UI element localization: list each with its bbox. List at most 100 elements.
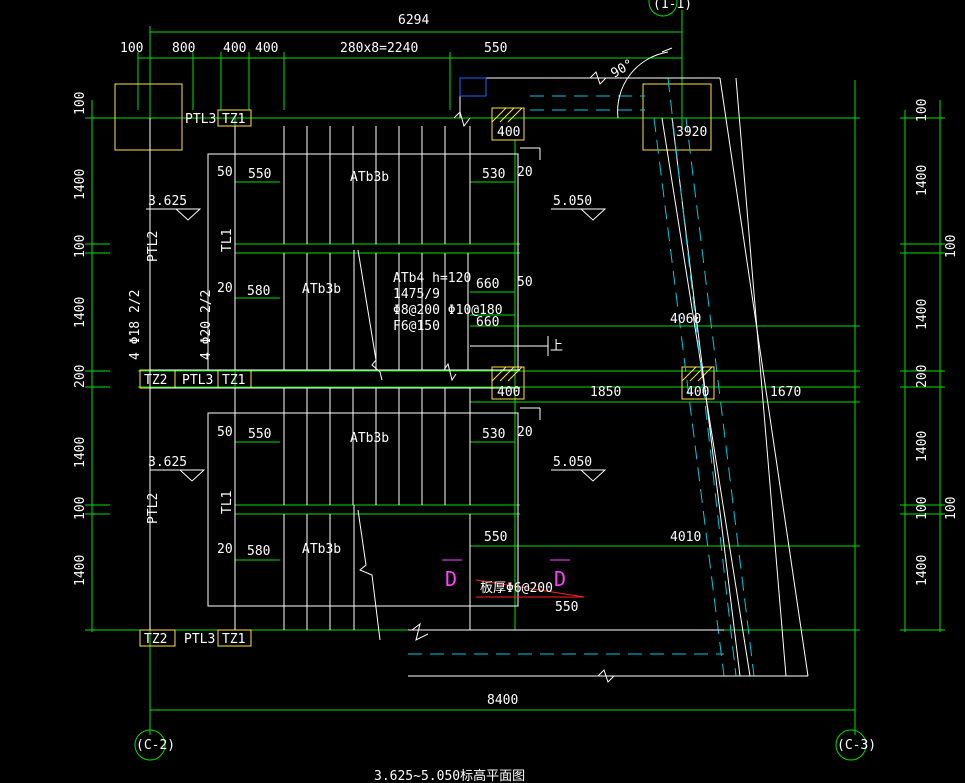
dim-400a-top: 400	[223, 41, 246, 56]
stair-flights	[149, 118, 549, 641]
axis-bubble-c2	[134, 729, 166, 761]
dim-800-top: 800	[172, 41, 195, 56]
column-top-right	[642, 83, 712, 151]
beam-ptl3-top: PTL3	[185, 112, 216, 127]
reinf-mid: 4 Φ20 2/2	[199, 290, 214, 360]
column-top-left	[114, 83, 183, 151]
dim-530-2: 530	[482, 427, 505, 442]
dim-steps-top: 280x8=2240	[340, 41, 418, 56]
upper-flight-outline	[207, 153, 519, 371]
left-dim-6: 1400	[73, 437, 88, 468]
reinf-left: 4 Φ18 2/2	[128, 290, 143, 360]
dim-580-1: 580	[247, 284, 270, 299]
up-label: 上	[550, 339, 563, 354]
elev-low-lower: 3.625	[148, 455, 187, 470]
beam-tl1-upper: TL1	[220, 229, 235, 252]
left-dim-1: 100	[73, 92, 88, 115]
right-dim-outer-4: 1400	[915, 555, 930, 586]
column-small-top	[491, 107, 525, 141]
dim-550-3: 550	[484, 530, 507, 545]
drawing-title: 3.625~5.050标高平面图	[374, 768, 525, 783]
dim-50-1: 50	[217, 165, 233, 180]
axis-bubble-c3	[835, 729, 867, 761]
break-line-stair-mid	[443, 362, 457, 382]
dim-4060: 4060	[670, 312, 701, 327]
dim-580-2: 580	[247, 544, 270, 559]
stair-atb4-1: ATb4 h=120	[393, 271, 471, 286]
right-dim-outer-1: 1400	[915, 165, 930, 196]
dim-400-3: 400	[686, 385, 709, 400]
break-line-bottom	[597, 669, 615, 683]
dim-overall-bottom: 8400	[487, 693, 518, 708]
elev-low-upper: 3.625	[148, 194, 187, 209]
dim-3920: 3920	[676, 125, 707, 140]
break-line-left	[411, 622, 429, 641]
axis-bubble-1-1	[648, 0, 678, 17]
break-line-lower	[357, 509, 381, 641]
section-mark-right: D	[554, 567, 566, 591]
ramp-walls	[408, 47, 809, 683]
dim-50-3: 50	[217, 425, 233, 440]
right-dim-inner-1: 100	[915, 99, 930, 122]
column-small-right	[681, 366, 715, 400]
beam-ptl3-bottom: PTL3	[184, 632, 215, 647]
dim-overall-top: 6294	[398, 13, 429, 28]
dim-20-3: 20	[517, 425, 533, 440]
beam-ptl2-upper: PTL2	[146, 231, 161, 262]
blue-marker	[459, 77, 487, 97]
beam-tz2-bottom: TZ2	[144, 632, 167, 647]
axis-bubbles: (1-1) (C-2) (C-3)	[134, 0, 876, 761]
break-line-stair-top	[453, 111, 471, 128]
beam-tz2-mid: TZ2	[144, 373, 167, 388]
dim-20-1: 20	[517, 165, 533, 180]
dim-550-top: 550	[484, 41, 507, 56]
dim-530-1: 530	[482, 167, 505, 182]
dim-550-4: 550	[555, 600, 578, 615]
right-dim-inner-5: 100	[944, 497, 959, 520]
text-labels: 6294 100 800 400 400 280x8=2240 550 8400…	[73, 13, 959, 783]
angle-arc	[617, 51, 669, 119]
beam-tl1-lower: TL1	[220, 491, 235, 514]
stair-atb4-2: 1475/9	[393, 287, 440, 302]
slab-reinf-label: 板厚Φ6@200	[480, 581, 553, 596]
stair-atb4-3: Φ8@200 Φ10@180	[393, 303, 503, 318]
elev-high-lower: 5.050	[553, 455, 592, 470]
dim-400-2: 400	[497, 385, 520, 400]
beam-tz1-bottom: TZ1	[222, 632, 245, 647]
dim-4010: 4010	[670, 530, 701, 545]
elev-high-upper: 5.050	[553, 194, 592, 209]
left-dim-2: 1400	[73, 169, 88, 200]
dim-400b-top: 400	[255, 41, 278, 56]
stair-atb3b-4: ATb3b	[302, 542, 341, 557]
dim-660-2: 660	[476, 315, 499, 330]
lower-flight-outline	[207, 412, 519, 607]
stair-atb3b-3: ATb3b	[350, 431, 389, 446]
axis-bubble-1-1-label: (1-1)	[653, 0, 692, 12]
dim-1850: 1850	[590, 385, 621, 400]
left-dim-3: 100	[73, 235, 88, 258]
right-dim-outer-3: 1400	[915, 431, 930, 462]
elevation-markers	[146, 208, 607, 482]
stair-atb3b-1: ATb3b	[350, 170, 389, 185]
left-dim-4: 1400	[73, 297, 88, 328]
dim-400-1: 400	[497, 125, 520, 140]
dim-660-1: 660	[476, 277, 499, 292]
left-dim-7: 100	[73, 497, 88, 520]
column-tz2-bottom	[139, 629, 176, 647]
axis-bubble-c3-label: (C-3)	[837, 738, 876, 753]
beam-tz1-top: TZ1	[222, 112, 245, 127]
dim-550-2: 550	[248, 427, 271, 442]
left-dim-5: 200	[73, 365, 88, 388]
section-mark-left: D	[445, 567, 457, 591]
dim-1670: 1670	[770, 385, 801, 400]
break-line-upper	[357, 249, 383, 381]
stair-atb3b-2: ATb3b	[302, 282, 341, 297]
right-dim-inner-3: 200	[915, 365, 930, 388]
stair-atb4-4: F6@150	[393, 319, 440, 334]
columns	[114, 83, 715, 647]
break-line-top	[589, 71, 607, 85]
right-dim-outer-2: 1400	[915, 299, 930, 330]
axis-bubble-c2-label: (C-2)	[136, 738, 175, 753]
right-dim-inner-2: 100	[944, 235, 959, 258]
